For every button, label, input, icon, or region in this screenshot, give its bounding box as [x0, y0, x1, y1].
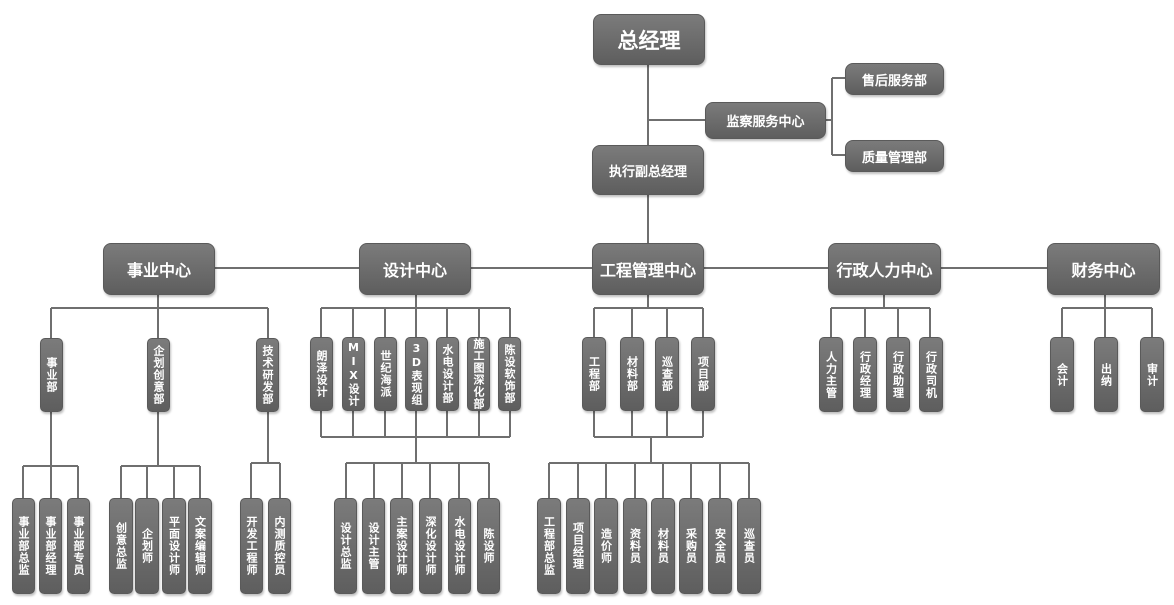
node-role: 巡查员: [737, 498, 761, 594]
node-role: 设计总监: [334, 498, 357, 594]
node-role: 陈设师: [477, 498, 500, 594]
node-design-dept: MIX设计: [342, 337, 365, 411]
node-role: 安全员: [708, 498, 732, 594]
node-engineering-dept: 巡查部: [655, 337, 679, 411]
node-business-dept: 事业部: [40, 338, 63, 412]
node-after-sales: 售后服务部: [845, 63, 944, 95]
node-role: 出纳: [1094, 337, 1118, 412]
node-design-dept: 施工图深化部: [467, 337, 490, 411]
node-role: 主案设计师: [390, 498, 413, 594]
node-role: 工程部总监: [537, 498, 561, 594]
node-role: 文案编辑师: [188, 498, 212, 594]
node-tech-rd-dept: 技术研发部: [256, 338, 279, 412]
node-planning-creative-dept: 企划创意部: [147, 338, 170, 412]
node-design-dept: 陈设软饰部: [498, 337, 521, 411]
node-role: 内测质控员: [268, 498, 291, 594]
node-role: 采购员: [679, 498, 703, 594]
node-design-dept: 世纪海派: [374, 337, 397, 411]
node-supervision-center: 监察服务中心: [705, 102, 826, 139]
node-engineering-dept: 项目部: [691, 337, 715, 411]
node-general-manager: 总经理: [593, 14, 705, 65]
node-role: 行政经理: [853, 337, 877, 412]
node-role: 审计: [1140, 337, 1164, 412]
node-role: 设计主管: [362, 498, 385, 594]
node-role: 项目经理: [566, 498, 590, 594]
node-role: 事业部专员: [67, 498, 90, 594]
node-finance-center: 财务中心: [1047, 243, 1160, 295]
node-role: 材料员: [651, 498, 675, 594]
node-design-dept: 3D表现组: [405, 337, 428, 411]
node-role: 造价师: [594, 498, 618, 594]
node-role: 事业部总监: [12, 498, 35, 594]
node-role: 企划师: [135, 498, 159, 594]
node-business-center: 事业中心: [103, 243, 215, 295]
node-role: 人力主管: [819, 337, 843, 412]
node-role: 行政助理: [886, 337, 910, 412]
node-role: 资料员: [623, 498, 647, 594]
node-engineering-dept: 工程部: [582, 337, 606, 411]
node-role: 事业部经理: [39, 498, 62, 594]
node-design-dept: 水电设计部: [436, 337, 459, 411]
node-design-center: 设计中心: [359, 243, 471, 295]
node-role: 深化设计师: [419, 498, 442, 594]
node-executive-vp: 执行副总经理: [592, 145, 704, 195]
node-role: 行政司机: [919, 337, 943, 412]
node-role: 水电设计师: [448, 498, 471, 594]
node-role: 开发工程师: [240, 498, 263, 594]
node-role: 会计: [1050, 337, 1074, 412]
node-role: 创意总监: [109, 498, 133, 594]
node-role: 平面设计师: [162, 498, 186, 594]
node-quality-mgmt: 质量管理部: [845, 140, 944, 172]
node-engineering-center: 工程管理中心: [592, 243, 704, 295]
node-engineering-dept: 材料部: [620, 337, 644, 411]
node-design-dept: 朗泽设计: [310, 337, 333, 411]
node-admin-hr-center: 行政人力中心: [828, 243, 941, 295]
